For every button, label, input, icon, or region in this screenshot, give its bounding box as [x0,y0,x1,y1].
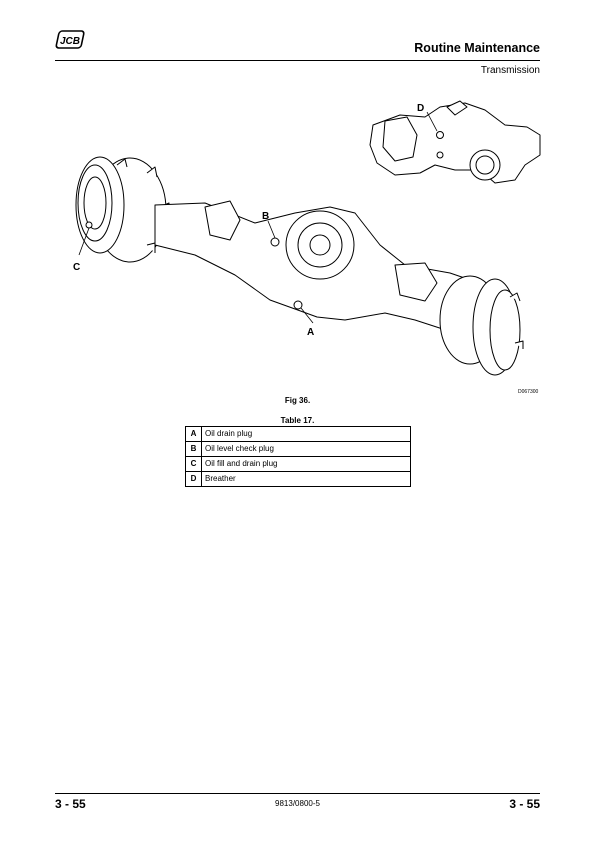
row-key: B [185,441,202,457]
figure-caption: Fig 36. [284,396,311,405]
callout-d: D [417,103,424,114]
row-key: D [185,471,202,487]
table-row: C Oil fill and drain plug [185,456,411,472]
row-key: C [185,456,202,472]
table-row: A Oil drain plug [185,426,411,442]
page-number-right: 3 - 55 [509,797,540,811]
callout-c: C [73,262,80,273]
table-row: B Oil level check plug [185,441,411,457]
page-number-left: 3 - 55 [55,797,86,811]
figure-reference-code: D067300 [518,389,539,395]
header-rule [55,60,540,61]
left-hub [75,156,170,263]
svg-text:JCB: JCB [60,36,80,47]
table-row: D Breather [185,471,411,487]
legend-table: A Oil drain plug B Oil level check plug … [185,426,411,487]
row-label: Oil drain plug [201,426,411,442]
callout-a: A [307,327,314,338]
axle-illustration: D B C A [73,100,541,376]
row-label: Oil fill and drain plug [201,456,411,472]
section-title: Routine Maintenance [414,41,540,55]
jcb-logo: JCB [55,30,85,49]
footer-rule [55,793,540,794]
row-key: A [185,426,202,442]
row-label: Oil level check plug [201,441,411,457]
subsection-title: Transmission [480,65,540,76]
callout-b: B [262,211,269,222]
row-label: Breather [201,471,411,487]
right-hub [439,275,524,376]
document-number: 9813/0800-5 [275,799,320,808]
table-caption: Table 17. [280,416,315,425]
inset-detail [369,100,541,184]
